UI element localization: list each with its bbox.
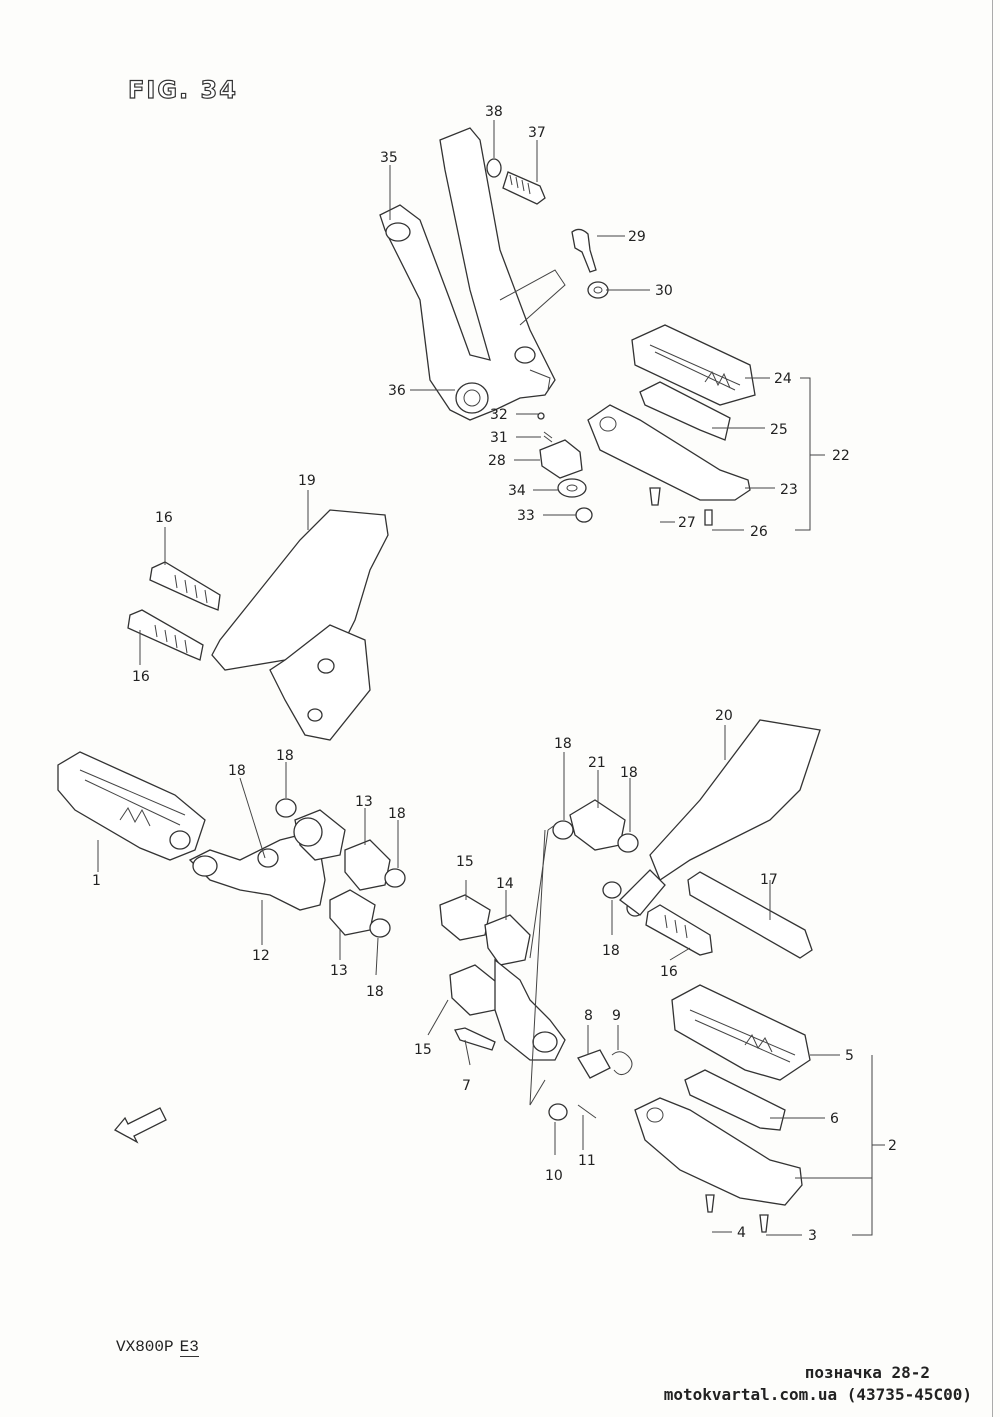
callout-23: 23 bbox=[780, 482, 798, 498]
bushings-left bbox=[275, 798, 406, 938]
callout-28: 28 bbox=[488, 453, 506, 469]
callout-10: 10 bbox=[545, 1168, 563, 1184]
callout-18-a: 18 bbox=[276, 748, 294, 764]
footer-reference: позначка 28-2 bbox=[804, 1363, 930, 1382]
leader-lines bbox=[97, 120, 885, 1236]
callout-30: 30 bbox=[655, 283, 673, 299]
screw-29 bbox=[571, 228, 609, 299]
callout-38: 38 bbox=[485, 104, 503, 120]
callout-19: 19 bbox=[298, 473, 316, 489]
callout-18-d: 18 bbox=[366, 984, 384, 1000]
rear-footrest-upper bbox=[587, 324, 756, 526]
callout-33: 33 bbox=[517, 508, 535, 524]
figure-title: FIG. 34 bbox=[127, 75, 238, 104]
bushings-right-upper bbox=[552, 799, 639, 899]
callout-16-lower: 16 bbox=[132, 669, 150, 685]
callout-20: 20 bbox=[715, 708, 733, 724]
model-code: VX800P E3 bbox=[116, 1338, 199, 1357]
callout-15-upper: 15 bbox=[456, 854, 474, 870]
callout-18-g: 18 bbox=[602, 943, 620, 959]
callout-32: 32 bbox=[490, 407, 508, 423]
callout-24: 24 bbox=[774, 371, 792, 387]
callout-37: 37 bbox=[528, 125, 546, 141]
callout-18-c: 18 bbox=[388, 806, 406, 822]
callout-13-upper: 13 bbox=[355, 794, 373, 810]
callout-5: 5 bbox=[845, 1048, 854, 1064]
left-footrest bbox=[57, 751, 206, 861]
callout-21: 21 bbox=[588, 755, 606, 771]
callout-35: 35 bbox=[380, 150, 398, 166]
left-footrest-bracket bbox=[188, 834, 326, 911]
right-footrest-lower bbox=[634, 984, 811, 1233]
front-direction-arrow-icon bbox=[113, 1107, 167, 1144]
callout-27: 27 bbox=[678, 515, 696, 531]
callout-22: 22 bbox=[832, 448, 850, 464]
callout-2: 2 bbox=[888, 1138, 897, 1154]
callout-8: 8 bbox=[584, 1008, 593, 1024]
callout-9: 9 bbox=[612, 1008, 621, 1024]
bolts-16-left bbox=[127, 561, 221, 661]
callout-36: 36 bbox=[388, 383, 406, 399]
model-name: VX800P bbox=[116, 1338, 174, 1356]
callout-1: 1 bbox=[92, 873, 101, 889]
callout-31: 31 bbox=[490, 430, 508, 446]
callout-17: 17 bbox=[760, 872, 778, 888]
callout-13-lower: 13 bbox=[330, 963, 348, 979]
callout-7: 7 bbox=[462, 1078, 471, 1094]
callout-34: 34 bbox=[508, 483, 526, 499]
page-edge-line bbox=[992, 0, 993, 1417]
heel-guard-right bbox=[619, 719, 821, 917]
model-region: E3 bbox=[179, 1338, 199, 1357]
pivot-hardware-upper bbox=[537, 412, 593, 523]
callout-12: 12 bbox=[252, 948, 270, 964]
bolt-37 bbox=[486, 158, 546, 205]
callout-26: 26 bbox=[750, 524, 768, 540]
heel-guard-left bbox=[211, 509, 389, 741]
callout-14: 14 bbox=[496, 876, 514, 892]
callout-16-right: 16 bbox=[660, 964, 678, 980]
callout-4: 4 bbox=[737, 1225, 746, 1241]
footer-source: motokvartal.com.ua (43735-45C00) bbox=[663, 1385, 972, 1404]
callout-16-upper: 16 bbox=[155, 510, 173, 526]
callout-3: 3 bbox=[808, 1228, 817, 1244]
callout-labels: 35 38 37 29 30 36 32 31 28 34 33 24 25 2… bbox=[92, 104, 897, 1244]
callout-29: 29 bbox=[628, 229, 646, 245]
callout-6: 6 bbox=[830, 1111, 839, 1127]
rear-footrest-bracket bbox=[379, 127, 566, 421]
right-footrest-bracket bbox=[439, 894, 566, 1061]
callout-18-e: 18 bbox=[554, 736, 572, 752]
callout-25: 25 bbox=[770, 422, 788, 438]
bolts-right bbox=[645, 871, 813, 959]
callout-11: 11 bbox=[578, 1153, 596, 1169]
pivot-hardware-lower bbox=[454, 1027, 633, 1121]
callout-18-b: 18 bbox=[228, 763, 246, 779]
callout-18-f: 18 bbox=[620, 765, 638, 781]
callout-15-lower: 15 bbox=[414, 1042, 432, 1058]
